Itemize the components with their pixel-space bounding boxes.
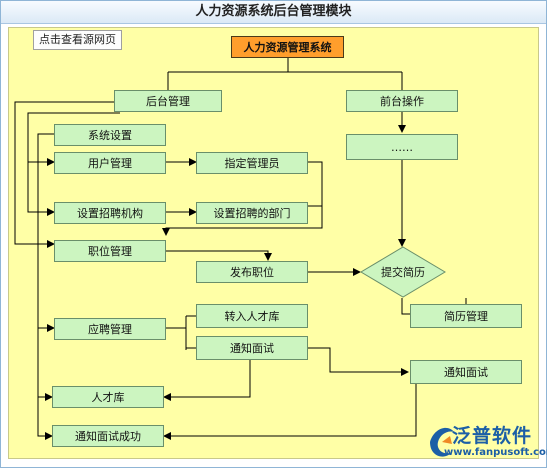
- link-root-to-branches: [167, 58, 403, 90]
- node-hr-system: 人力资源管理系统: [231, 36, 344, 58]
- node-system-settings: 系统设置: [54, 124, 166, 146]
- brand-name: 泛普软件: [452, 425, 533, 447]
- link-backend-trunk-a: [14, 101, 120, 248]
- link-front-to-success: [163, 384, 417, 440]
- link-system-settings: [37, 133, 54, 440]
- link-application-branches: [166, 315, 196, 350]
- node-publish-job: 发布职位: [196, 261, 308, 283]
- node-job-management: 职位管理: [54, 240, 166, 262]
- link-notify-to-front: [308, 347, 409, 376]
- link-notify-to-talent: [163, 360, 251, 401]
- node-frontend-more: ……: [346, 134, 458, 160]
- node-user-management: 用户管理: [54, 152, 166, 174]
- node-talent-pool: 人才库: [52, 386, 164, 408]
- node-setup-recruit-org: 设置招聘机构: [54, 202, 166, 224]
- node-notify-interview-frontend: 通知面试: [410, 360, 522, 384]
- node-resume-management: 简历管理: [410, 304, 522, 328]
- node-setup-recruit-dept: 设置招聘的部门: [196, 202, 308, 224]
- link-job-to-publish: [166, 250, 272, 261]
- node-backend-management: 后台管理: [114, 90, 222, 112]
- node-notify-interview-success: 通知面试成功: [52, 425, 164, 447]
- node-application-management: 应聘管理: [54, 318, 166, 340]
- node-transfer-talent-pool: 转入人才库: [196, 304, 308, 328]
- view-source-link[interactable]: 点击查看源网页: [33, 30, 122, 50]
- decision-submit-resume-shape: [360, 246, 446, 298]
- decision-submit-resume: 提交简历: [381, 266, 425, 279]
- window-title: 人力资源系统后台管理模块: [1, 1, 546, 24]
- node-notify-interview-backend: 通知面试: [196, 336, 308, 360]
- fanpu-logo-icon: [430, 427, 454, 457]
- brand-url: www.fanpusoft.com: [444, 447, 547, 458]
- node-frontend-operation: 前台操作: [346, 90, 458, 112]
- link-admin-dept-join: [166, 161, 323, 235]
- node-assign-admin: 指定管理员: [196, 152, 308, 174]
